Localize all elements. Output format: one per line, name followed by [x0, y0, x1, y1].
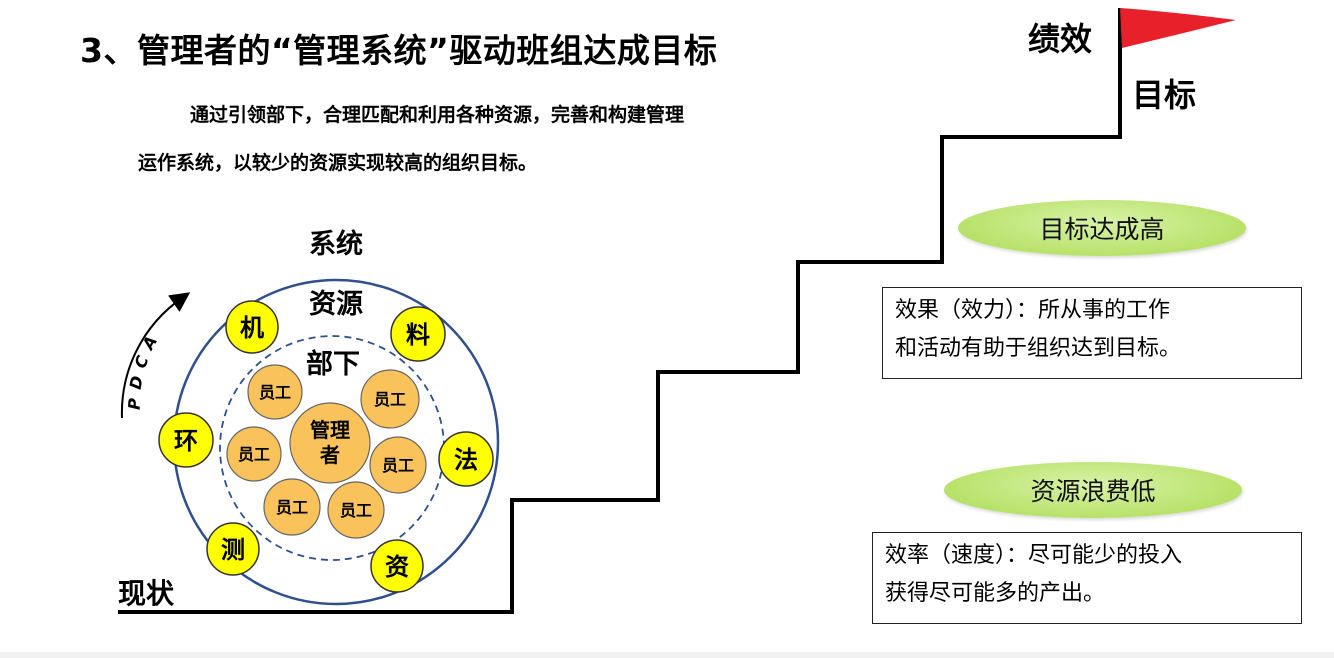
oval-waste-low-text: 资源浪费低 [1030, 477, 1156, 506]
resource-label-huan: 环 [174, 427, 198, 455]
employee-label-4: 员工 [382, 456, 414, 475]
efficiency-box: 效率（速度）：尽可能少的投入 获得尽可能多的产出。 [872, 532, 1302, 624]
resource-circle-ce [206, 522, 260, 576]
resource-circles: 机 料 环 法 测 资 [158, 300, 494, 593]
resource-circle-fa [438, 431, 494, 487]
efficiency-line-2: 获得尽可能多的产出。 [885, 581, 1106, 606]
employee-label-5: 员工 [276, 498, 308, 517]
employee-circle-6 [327, 481, 385, 539]
employee-label-2: 员工 [374, 390, 406, 409]
employee-circle-1 [247, 364, 303, 420]
employee-label-3: 员工 [238, 445, 270, 464]
effectiveness-line-1: 效果（效力）：所从事的工作 [895, 298, 1171, 323]
oval-goal-high: 目标达成高 [958, 200, 1246, 256]
resource-label: 资源 [309, 289, 363, 320]
pdca-arrow [120, 292, 191, 419]
employee-circle-5 [263, 478, 321, 536]
bottom-strip [0, 652, 1334, 658]
resource-circle-ji [225, 300, 279, 354]
system-label: 系统 [309, 228, 363, 260]
employee-label-1: 员工 [259, 383, 291, 402]
resource-label-fa: 法 [454, 446, 478, 474]
resource-label-zi: 资 [385, 553, 409, 581]
current-state-label: 现状 [118, 577, 175, 610]
flag-icon [1120, 8, 1236, 48]
resource-label-liao: 料 [406, 321, 430, 349]
employee-label-6: 员工 [340, 501, 372, 520]
manager-label-line2: 者 [319, 443, 340, 467]
employee-circle-2 [360, 369, 420, 429]
manager-label-line1: 管理 [310, 418, 350, 442]
description-line-1: 通过引领部下，合理匹配和利用各种资源，完善和构建管理 [190, 104, 685, 126]
pdca-text: PDCA [125, 326, 165, 411]
effectiveness-box: 效果（效力）：所从事的工作 和活动有助于组织达到目标。 [882, 287, 1302, 379]
goal-label: 目标 [1132, 76, 1197, 114]
description-line-2: 运作系统，以较少的资源实现较高的组织目标。 [138, 152, 538, 174]
resource-label-ce: 测 [221, 536, 245, 564]
employee-circles: 员工 员工 员工 员工 员工 员工 [226, 364, 427, 539]
resource-circle-zi [370, 539, 424, 593]
efficiency-line-1: 效率（速度）：尽可能少的投入 [885, 543, 1183, 568]
performance-label: 绩效 [1028, 20, 1093, 58]
oval-waste-low: 资源浪费低 [944, 462, 1242, 518]
subordinate-label: 部下 [306, 348, 360, 380]
employee-circle-4 [369, 436, 427, 494]
employee-circle-3 [226, 426, 282, 482]
resource-circle-huan [158, 412, 214, 468]
oval-goal-high-text: 目标达成高 [1039, 215, 1165, 244]
staircase-line [118, 8, 1122, 614]
resource-label-ji: 机 [240, 314, 264, 342]
manager-circle [289, 402, 371, 484]
resource-circle-liao [390, 306, 446, 362]
page-title: 3、管理者的“管理系统”驱动班组达成目标 [80, 31, 718, 70]
effectiveness-line-2: 和活动有助于组织达到目标。 [895, 336, 1182, 361]
